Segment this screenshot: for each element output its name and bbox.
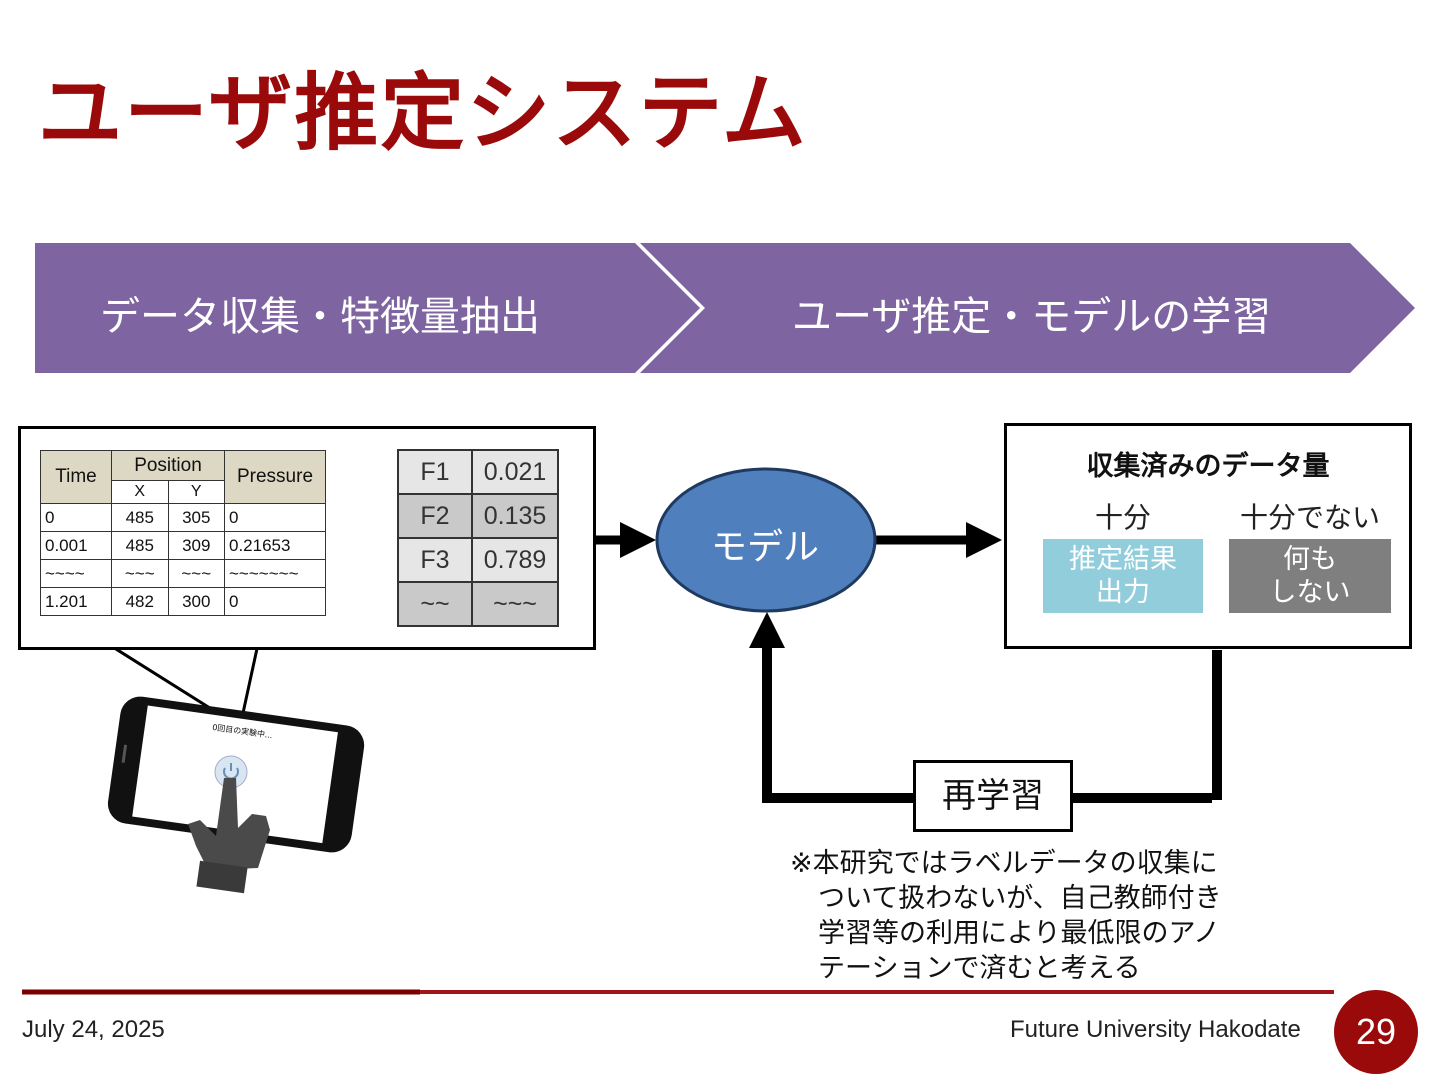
cell: ~~~ [111,559,169,588]
table-row: 0 485 305 0 [40,503,326,532]
cell: 0.789 [471,537,559,583]
output-result-box: 推定結果 出力 [1043,539,1203,613]
do-nothing-line1: 何も [1283,544,1337,575]
slide-title: ユーザ推定システム [38,64,808,162]
arrow-up-to-model-icon [749,612,785,648]
footnote-line: ついて扱わないが、自己教師付き [818,883,1222,914]
cell: 300 [167,587,225,616]
cell: 0 [224,587,326,616]
cell: 0 [40,503,112,532]
do-nothing-line2: しない [1269,577,1351,608]
cell: 0.135 [471,493,559,539]
retrain-box: 再学習 [913,760,1073,832]
footnote-line: 学習等の利用により最低限のアノ [818,918,1221,949]
model-node [655,467,877,613]
cell: 0.021 [471,449,559,495]
table-row: 0.001 485 309 0.21653 [40,531,326,560]
cell: 485 [111,503,169,532]
footnote-line: テーションで済むと考える [818,953,1141,984]
enough-label: 十分 [1094,501,1151,534]
footer-organization: Future University Hakodate [1010,1016,1301,1043]
table-row: 1.201 482 300 0 [40,587,326,616]
header-x: X [111,480,169,504]
not-enough-label: 十分でない [1239,501,1380,534]
page-number: 29 [1334,990,1418,1074]
header-pressure: Pressure [224,450,326,504]
cell: 0 [224,503,326,532]
cell: 1.201 [40,587,112,616]
banner-step1-label: データ収集・特徴量抽出 [100,294,540,340]
banner-step2-shape [640,243,1415,373]
cell: 485 [111,531,169,560]
cell: ~~~ [167,559,225,588]
cell: ~~~~~~~ [224,559,326,588]
cell: 0.21653 [224,531,326,560]
header-y: Y [167,480,225,504]
cell: F1 [397,449,473,495]
header-position: Position [111,450,225,481]
footer-date: July 24, 2025 [22,1016,165,1043]
table-row: ~~~~~ [397,581,559,627]
cell: ~~~ [471,581,559,627]
raw-sensor-table: Time Position Pressure X Y 0 485 305 0 0… [40,450,326,616]
result-panel: 収集済みのデータ量 十分 十分でない 推定結果 出力 何も しない [1004,423,1412,649]
cell: F2 [397,493,473,539]
output-result-line1: 推定結果 [1069,544,1177,575]
cell: ~~~~ [40,559,112,588]
data-extraction-panel: Time Position Pressure X Y 0 485 305 0 0… [18,426,596,650]
arrow-to-model-icon [620,522,656,558]
cell: 482 [111,587,169,616]
header-time: Time [40,450,112,504]
pointing-hand-icon [188,778,270,894]
result-title: 収集済みのデータ量 [1086,451,1330,482]
table-row: ~~~~ ~~~ ~~~ ~~~~~~~ [40,559,326,588]
cell: ~~ [397,581,473,627]
cell: F3 [397,537,473,583]
cell: 0.001 [40,531,112,560]
banner-step2-label: ユーザ推定・モデルの学習 [792,294,1272,340]
banner-step1-shape [35,243,700,373]
smartphone-icon [107,696,365,894]
footnote: ※本研究ではラベルデータの収集に ついて扱わないが、自己教師付き 学習等の利用に… [790,846,1222,986]
cell: 309 [167,531,225,560]
model-label: モデル [711,527,820,568]
footnote-line: ※本研究ではラベルデータの収集に [790,848,1218,879]
arrow-to-result-icon [966,522,1002,558]
cell: 305 [167,503,225,532]
process-banner [35,243,1415,373]
output-result-line2: 出力 [1096,577,1150,608]
do-nothing-box: 何も しない [1229,539,1391,613]
